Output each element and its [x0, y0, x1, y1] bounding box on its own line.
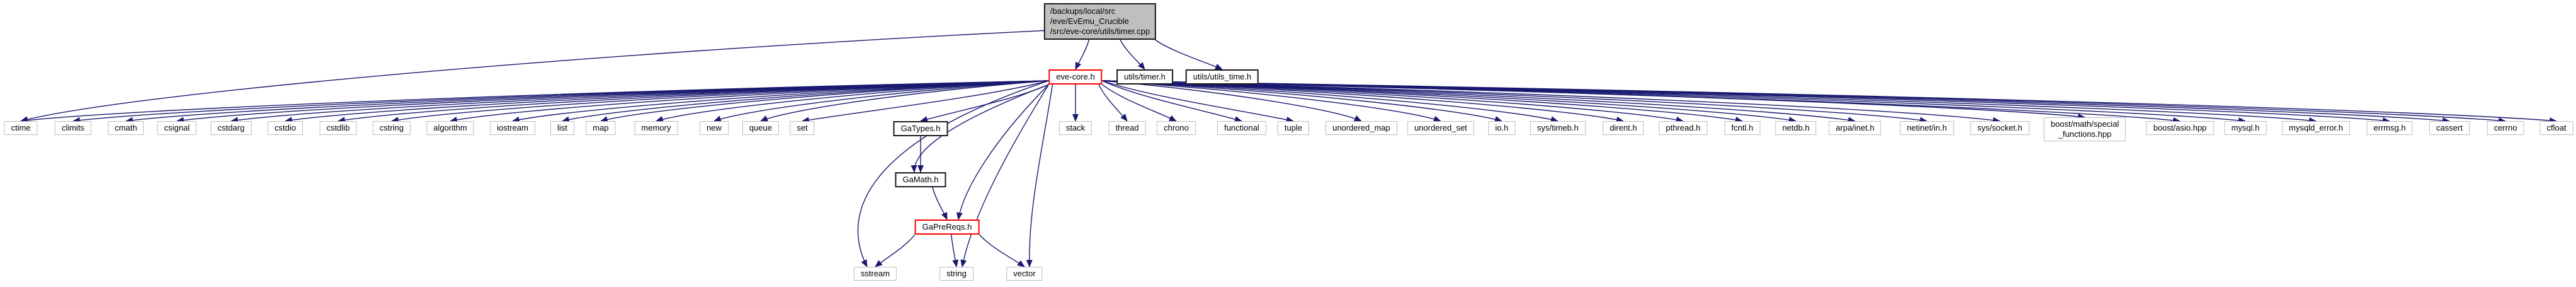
graph-node-stack: stack: [1058, 121, 1092, 135]
graph-node-csignal: csignal: [157, 121, 197, 135]
graph-edge-eve-core-to-dirent_h: [1102, 80, 1624, 123]
graph-node-pthread_h: pthread.h: [1659, 121, 1708, 135]
graph-edge-eve-core-to-io_h: [1102, 80, 1502, 122]
graph-node-mysql_h: mysql.h: [2224, 121, 2267, 135]
graph-node-chrono: chrono: [1157, 121, 1196, 135]
graph-edge-eve-core-to-new: [713, 80, 1049, 122]
graph-edge-eve-core-to-fcntl_h: [1102, 80, 1743, 123]
graph-node-errmsg_h: errmsg.h: [2366, 121, 2413, 135]
graph-node-cstring: cstring: [372, 121, 411, 135]
graph-node-fcntl_h: fcntl.h: [1724, 121, 1761, 135]
graph-node-boost_math: boost/math/special _functions.hpp: [2043, 117, 2126, 141]
graph-edge-gamath-to-gaprereqs: [932, 187, 948, 220]
graph-edge-eve-core-to-set: [802, 80, 1049, 124]
graph-node-cstdlib: cstdlib: [319, 121, 357, 135]
graph-edge-cpp-to-utils-timer: [1120, 39, 1145, 70]
graph-node-memory: memory: [634, 121, 678, 135]
graph-edge-gaprereqs-to-string: [951, 234, 959, 267]
graph-node-map: map: [586, 121, 616, 135]
graph-node-thread: thread: [1108, 121, 1146, 135]
graph-node-arpa_inet: arpa/inet.h: [1829, 121, 1881, 135]
graph-node-sys_timeb: sys/timeb.h: [1530, 121, 1586, 135]
graph-edge-eve-core-to-sys_timeb: [1102, 80, 1558, 123]
graph-node-climits: climits: [54, 121, 92, 135]
graph-node-string: string: [939, 267, 973, 281]
graph-node-utils-time[interactable]: utils/utils_time.h: [1185, 69, 1259, 85]
graph-node-unordered_set: unordered_set: [1407, 121, 1474, 135]
graph-node-cfloat: cfloat: [2539, 121, 2573, 135]
graph-node-cerrno: cerrno: [2487, 121, 2524, 135]
graph-node-ctime: ctime: [4, 121, 38, 135]
graph-node-algorithm: algorithm: [426, 121, 474, 135]
graph-node-io_h: io.h: [1488, 121, 1516, 135]
graph-edge-eve-core-to-iostream: [512, 80, 1049, 123]
graph-edge-eve-core-to-unordered_map: [1102, 80, 1362, 122]
graph-node-cpp: /backups/local/src /eve/EvEmu_Crucible /…: [1043, 3, 1157, 40]
graph-node-cmath: cmath: [108, 121, 144, 135]
graph-node-netdb_h: netdb.h: [1775, 121, 1817, 135]
graph-edge-gaprereqs-to-sstream: [875, 234, 916, 267]
graph-node-sys_socket: sys/socket.h: [1970, 121, 2029, 135]
graph-edge-eve-core-to-unordered_set: [1102, 80, 1441, 122]
graph-edge-eve-core-to-string: [960, 84, 1050, 267]
graph-edge-eve-core-to-algorithm: [450, 80, 1049, 123]
graph-edge-eve-core-to-thread: [1098, 84, 1128, 122]
graph-node-sstream: sstream: [853, 267, 897, 281]
graph-node-gamath[interactable]: GaMath.h: [895, 172, 946, 187]
graph-node-gaprereqs[interactable]: GaPreReqs.h: [914, 220, 980, 235]
graph-node-tuple: tuple: [1277, 121, 1310, 135]
graph-edge-eve-core-to-map: [600, 80, 1049, 122]
graph-node-eve-core[interactable]: eve-core.h: [1048, 69, 1103, 85]
graph-node-iostream: iostream: [490, 121, 535, 135]
graph-edge-eve-core-to-functional: [1102, 80, 1242, 122]
graph-node-cstdarg: cstdarg: [210, 121, 252, 135]
graph-node-set: set: [790, 121, 815, 135]
graph-node-netinet_in: netinet/in.h: [1900, 121, 1954, 135]
graph-edge-eve-core-to-tuple: [1102, 80, 1294, 123]
graph-edge-eve-core-to-sstream: [857, 80, 1049, 267]
graph-node-mysqld_error: mysqld_error.h: [2282, 121, 2350, 135]
graph-node-dirent_h: dirent.h: [1603, 121, 1644, 135]
graph-edge-eve-core-to-netinet_in: [1102, 80, 1927, 124]
graph-edge-eve-core-to-arpa_inet: [1102, 80, 1856, 124]
graph-node-queue: queue: [742, 121, 780, 135]
graph-node-cstdio: cstdio: [268, 121, 303, 135]
graph-edge-eve-core-to-cstring: [391, 80, 1049, 123]
graph-node-utils-timer[interactable]: utils/timer.h: [1116, 69, 1173, 85]
graph-edge-cpp-to-ctime: [20, 30, 1045, 123]
graph-node-gatypes[interactable]: GaTypes.h: [893, 121, 948, 136]
graph-edge-eve-core-to-queue: [760, 80, 1049, 122]
graph-node-functional: functional: [1217, 121, 1266, 135]
graph-node-vector: vector: [1006, 267, 1043, 281]
graph-edge-eve-core-to-gaprereqs: [956, 84, 1049, 220]
graph-edge-eve-core-to-chrono: [1102, 84, 1177, 122]
graph-edge-cpp-to-utils-time: [1154, 39, 1223, 70]
graph-edge-eve-core-to-memory: [655, 80, 1049, 122]
graph-node-boost_asio: boost/asio.hpp: [2146, 121, 2214, 135]
graph-edge-eve-core-to-cfloat: [1102, 80, 2557, 124]
graph-edge-eve-core-to-pthread_h: [1102, 80, 1684, 123]
graph-edge-cpp-to-eve-core: [1075, 39, 1090, 70]
graph-node-unordered_map: unordered_map: [1325, 121, 1397, 135]
graph-node-cassert: cassert: [2429, 121, 2470, 135]
graph-edge-eve-core-to-vector: [1026, 84, 1053, 267]
graph-node-list: list: [550, 121, 574, 135]
graph-edge-gaprereqs-to-vector: [979, 234, 1025, 267]
graph-node-new: new: [700, 121, 729, 135]
graph-edge-eve-core-to-netdb_h: [1102, 80, 1796, 124]
graph-edge-eve-core-to-sys_socket: [1102, 80, 2000, 124]
